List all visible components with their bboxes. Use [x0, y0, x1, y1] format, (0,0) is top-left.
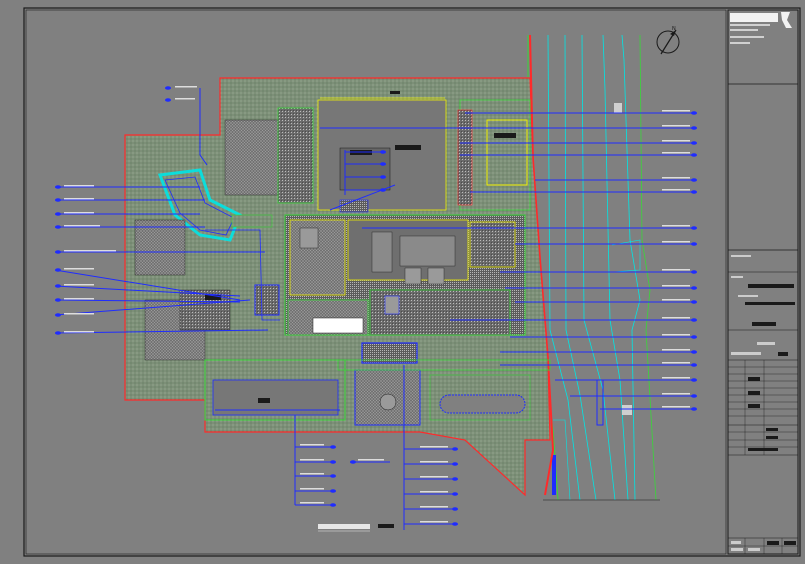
callouts-right: [320, 112, 695, 410]
callouts-left: [54, 88, 269, 334]
north-arrow-icon: N: [656, 26, 680, 55]
south-zone: [204, 342, 551, 426]
callout-bullets-left: [55, 86, 171, 335]
title-block: [727, 9, 799, 555]
callout-bullets-bottom: [330, 445, 458, 526]
callout-bullets-right: [691, 111, 697, 411]
logo-mark: [730, 13, 778, 22]
road-marker: [552, 455, 556, 495]
callout-labels-bottom: [300, 444, 448, 523]
callout-labels-left: [64, 86, 197, 333]
svg-text:N: N: [672, 26, 676, 32]
drawing-title: [318, 524, 394, 532]
callouts-bottom: [294, 365, 452, 530]
main-building-complex: [284, 214, 526, 336]
callout-labels-right: [662, 110, 690, 408]
inner-frame: [25, 9, 727, 555]
sheet-border: [23, 7, 801, 557]
